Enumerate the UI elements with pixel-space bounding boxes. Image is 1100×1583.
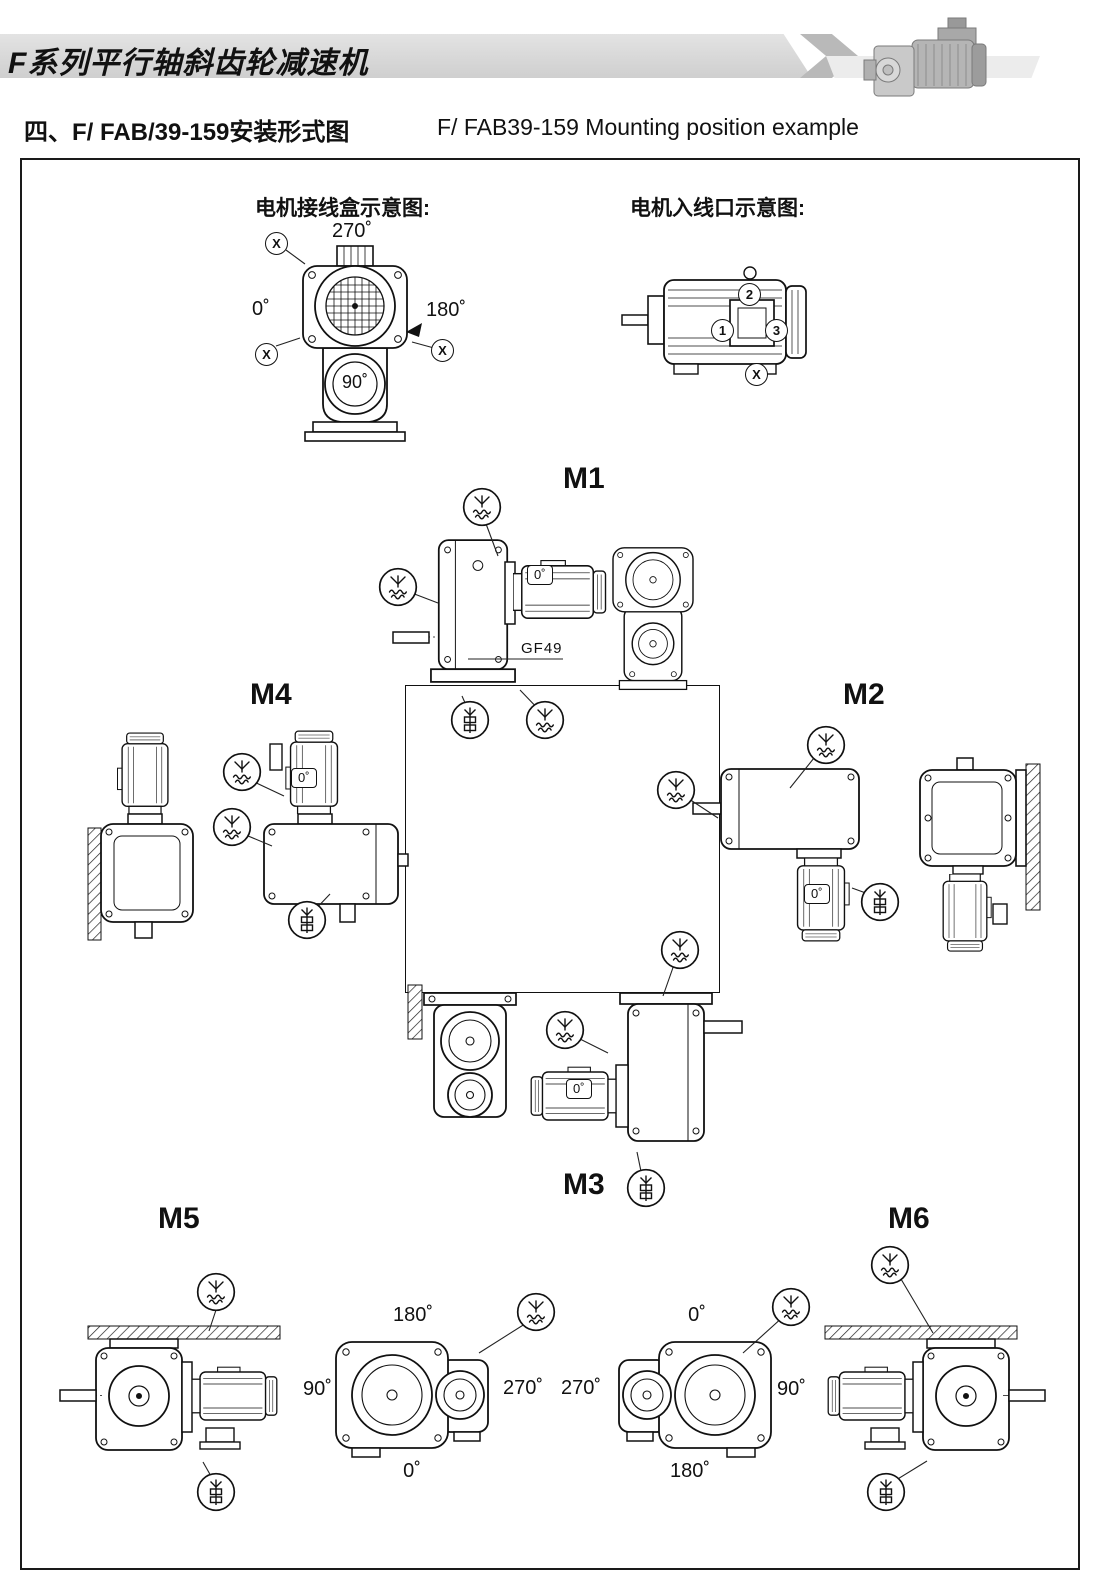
angle-label-90: 90˚: [341, 372, 368, 392]
m1-motor-angle: 0˚: [527, 565, 553, 585]
m6-angle-dial-drawing: [618, 1341, 772, 1458]
m3-motor-angle: 0˚: [566, 1079, 592, 1099]
m1-label: M1: [563, 462, 605, 495]
m1-alt-orientation-drawing: [612, 547, 694, 691]
m2-motor-angle: 0˚: [804, 884, 830, 904]
m5-angle-top: 180˚: [392, 1304, 434, 1326]
oil-drain-icon: [866, 1472, 906, 1512]
oil-level-icon: [870, 1245, 910, 1285]
cable-entry-pos-3: 3: [765, 319, 788, 342]
cable-entry-pos-2: 2: [738, 283, 761, 306]
oil-level-icon: [525, 700, 565, 740]
oil-level-icon: [196, 1272, 236, 1312]
page-title: F系列平行轴斜齿轮减速机: [8, 47, 369, 80]
m5-angle-left: 90˚: [303, 1378, 332, 1400]
m5-angle-dial-drawing: [335, 1341, 489, 1458]
m4-motor-angle: 0˚: [291, 768, 317, 788]
m4-assembly-drawing: [263, 730, 409, 923]
m4-wall-assembly-drawing: [87, 732, 194, 941]
section-title-en: F/ FAB39-159 Mounting position example: [437, 114, 859, 140]
product-photo: [863, 17, 987, 97]
angle-label-180: 180˚: [426, 299, 467, 321]
cable-entry-label: 电机入线口示意图:: [630, 197, 805, 220]
m2-wall-assembly-drawing: [919, 757, 1041, 952]
oil-level-icon: [806, 725, 846, 765]
oil-level-icon: [212, 807, 252, 847]
oil-level-icon: [545, 1010, 585, 1050]
junction-box-label: 电机接线盒示意图:: [255, 197, 430, 220]
m5-angle-bottom: 0˚: [403, 1460, 421, 1482]
gf49-note: GF49: [521, 640, 563, 657]
oil-level-icon: [378, 567, 418, 607]
angle-label-270: 270˚: [331, 220, 373, 242]
m3-alt-orientation-drawing: [407, 984, 517, 1118]
x-mark-circle: X: [265, 232, 288, 255]
m6-angle-right: 90˚: [777, 1378, 806, 1400]
oil-level-icon: [462, 487, 502, 527]
oil-level-icon: [660, 930, 700, 970]
angle-label-0: 0˚: [252, 298, 270, 320]
cable-entry-pos-1: 1: [711, 319, 734, 342]
oil-drain-icon: [450, 700, 490, 740]
m6-angle-bottom: 180˚: [669, 1460, 711, 1482]
motor-cable-entry-drawing: [621, 266, 807, 375]
m4-label: M4: [250, 678, 292, 711]
oil-level-icon: [771, 1287, 811, 1327]
header-banner: [0, 34, 812, 78]
oil-drain-icon: [196, 1472, 236, 1512]
m1-assembly-drawing: [392, 539, 607, 683]
x-mark-circle: X: [431, 339, 454, 362]
m6-label: M6: [888, 1202, 930, 1235]
m3-label: M3: [563, 1168, 605, 1201]
oil-drain-icon: [860, 882, 900, 922]
m2-label: M2: [843, 678, 885, 711]
oil-drain-icon: [287, 900, 327, 940]
m3-assembly-drawing: [530, 992, 743, 1142]
m5-angle-right: 270˚: [503, 1377, 544, 1399]
m2-assembly-drawing: [692, 768, 860, 942]
m6-angle-top: 0˚: [688, 1304, 706, 1326]
oil-level-icon: [516, 1292, 556, 1332]
m5-label: M5: [158, 1202, 200, 1235]
junction-box-drawing: [302, 245, 408, 442]
oil-level-icon: [656, 770, 696, 810]
x-mark-circle: X: [745, 363, 768, 386]
m6-assembly-drawing: [824, 1325, 1046, 1451]
oil-drain-icon: [626, 1168, 666, 1208]
m6-angle-left: 270˚: [561, 1377, 602, 1399]
m5-assembly-drawing: [59, 1325, 281, 1451]
oil-level-icon: [222, 752, 262, 792]
x-mark-circle: X: [255, 343, 278, 366]
section-title-cn: 四、F/ FAB/39-159安装形式图: [24, 119, 350, 146]
